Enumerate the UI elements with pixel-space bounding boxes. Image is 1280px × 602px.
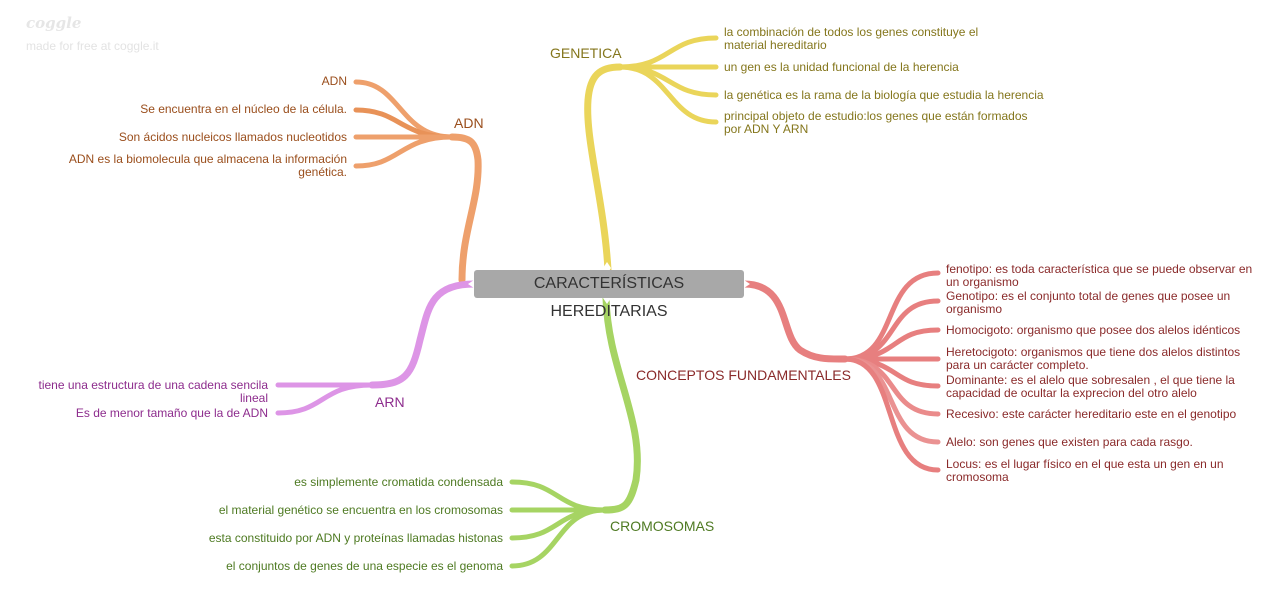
genetica-leaf-branch: [617, 64, 719, 125]
adn-leaf[interactable]: ADN: [321, 74, 347, 88]
genetica-leaf[interactable]: principal objeto de estudio:los genes qu…: [724, 109, 1028, 136]
arn-main-branch: [368, 280, 478, 389]
arn-leaf-branch: [275, 382, 375, 416]
adn-main-branch: [448, 133, 482, 284]
adn-leaf-branch: [353, 134, 455, 169]
cromosomas-leaf[interactable]: el conjuntos de genes de una especie es …: [226, 559, 503, 573]
conceptos-leaf[interactable]: Locus: es el lugar físico en el que esta…: [946, 457, 1224, 484]
genetica-leaf-branch: [617, 35, 719, 70]
genetica-leaf[interactable]: un gen es la unidad funcional de la here…: [724, 60, 959, 74]
arn-leaf[interactable]: Es de menor tamaño que la de ADN: [75, 406, 268, 420]
conceptos-leaf-branch: [842, 356, 941, 473]
adn-leaf[interactable]: Son ácidos nucleicos llamados nucleotido…: [118, 130, 347, 144]
genetica-main-branch: [584, 63, 624, 274]
conceptos-leaf[interactable]: Heretocigoto: organismos que tiene dos a…: [946, 345, 1241, 372]
conceptos-leaf[interactable]: Alelo: son genes que existen para cada r…: [946, 435, 1193, 449]
cromosomas-leaf[interactable]: esta constituido por ADN y proteínas lla…: [208, 531, 503, 545]
conceptos-main-branch: [740, 280, 849, 363]
conceptos-leaf[interactable]: Dominante: es el alelo que sobresalen , …: [946, 373, 1235, 400]
adn-leaf[interactable]: Se encuentra en el núcleo de la célula.: [140, 102, 347, 116]
cromosomas-leaf-branch: [509, 479, 608, 513]
topic-cromosomas[interactable]: CROMOSOMAS: [610, 518, 715, 534]
topic-genetica[interactable]: GENETICA: [550, 45, 622, 61]
topic-arn[interactable]: ARN: [375, 394, 405, 410]
conceptos-leaf[interactable]: Recesivo: este carácter hereditario este…: [946, 407, 1237, 421]
genetica-leaf[interactable]: la combinación de todos los genes consti…: [724, 25, 979, 52]
arn-leaf[interactable]: tiene una estructura de una cadena senci…: [38, 378, 269, 405]
cromosomas-leaf-branch: [509, 507, 608, 569]
topic-adn[interactable]: ADN: [454, 115, 484, 131]
conceptos-leaf[interactable]: fenotipo: es toda característica que se …: [946, 262, 1253, 289]
coggle-logo: coggle: [26, 14, 82, 32]
conceptos-leaf[interactable]: Genotipo: es el conjunto total de genes …: [946, 289, 1231, 316]
central-node[interactable]: CARACTERÍSTICAS HEREDITARIAS: [474, 270, 744, 320]
cromosomas-leaf[interactable]: el material genético se encuentra en los…: [218, 503, 503, 517]
conceptos-leaf[interactable]: Homocigoto: organismo que posee dos alel…: [946, 323, 1241, 337]
cromosomas-leaf[interactable]: es simplemente cromatida condensada: [294, 475, 503, 489]
coggle-tagline: made for free at coggle.it: [26, 39, 159, 53]
cromosomas-main-branch: [601, 294, 641, 514]
topic-conceptos-fundamentales[interactable]: CONCEPTOS FUNDAMENTALES: [636, 367, 851, 383]
adn-leaf[interactable]: ADN es la biomolecula que almacena la in…: [68, 152, 347, 179]
genetica-leaf[interactable]: la genética es la rama de la biología qu…: [724, 88, 1044, 102]
